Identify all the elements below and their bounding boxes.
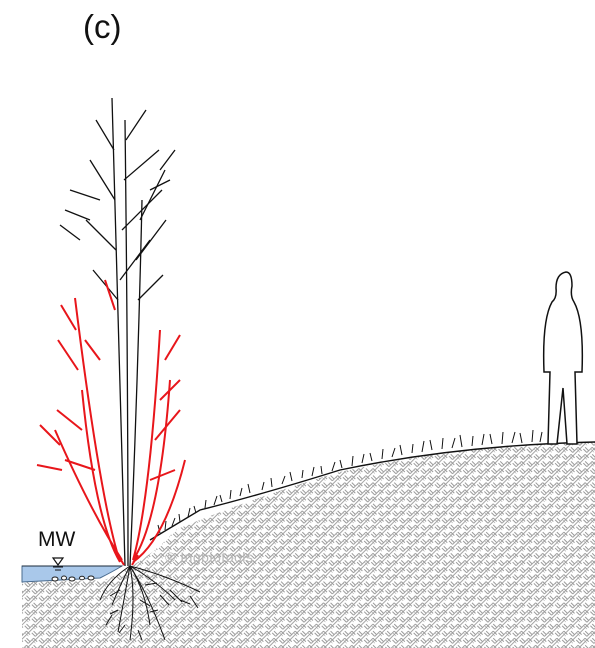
water-level-label: MW — [38, 528, 75, 552]
person-silhouette-icon — [544, 272, 583, 444]
new-shoots — [37, 280, 185, 565]
old-stems — [60, 98, 175, 566]
bank-soil — [22, 442, 595, 648]
watermark: © Ingbiotools — [165, 549, 253, 565]
